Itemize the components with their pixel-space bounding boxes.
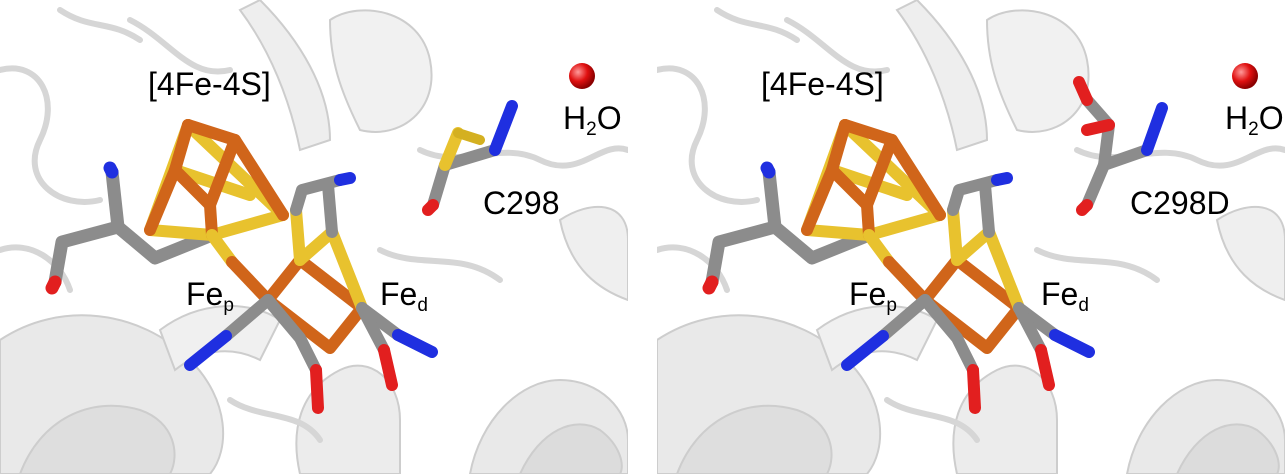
water-sphere-right: [1232, 63, 1258, 89]
protein-cartoon-left: [0, 0, 628, 474]
residue-label-left: C298: [483, 185, 560, 221]
water-sphere-left: [569, 63, 595, 89]
cluster-label-right: [4Fe-4S]: [761, 66, 884, 102]
fe-p-label-left: Fep: [186, 276, 234, 316]
panel-left: [4Fe-4S] H2O C298 Fep Fed: [0, 0, 628, 474]
fe-d-label-left: Fed: [380, 276, 428, 316]
water-label-right: H2O: [1225, 100, 1284, 140]
fe-p-label-right: Fep: [849, 276, 897, 316]
protein-cartoon-right: [657, 0, 1285, 474]
structure-view-right: [657, 0, 1285, 474]
fe-d-label-right: Fed: [1041, 276, 1089, 316]
panel-right: [4Fe-4S] H2O C298D Fep Fed: [657, 0, 1285, 474]
cluster-label-left: [4Fe-4S]: [148, 66, 271, 102]
water-label-left: H2O: [563, 100, 622, 140]
residue-label-right: C298D: [1130, 185, 1230, 221]
structure-view-left: [0, 0, 628, 474]
